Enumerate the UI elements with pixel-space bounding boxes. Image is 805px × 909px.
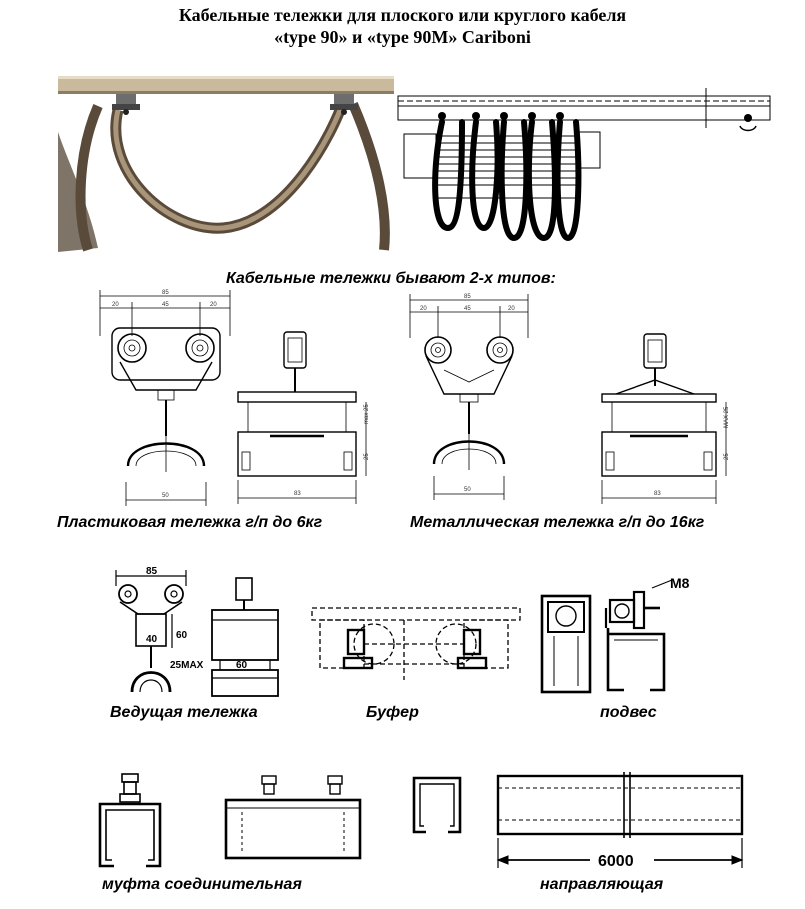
- plastic-dim-bottom: 50: [162, 493, 169, 499]
- metal-trolley-side: MAX 25 25 83: [601, 333, 730, 504]
- plastic-dim-right: 20: [210, 302, 217, 308]
- hanger-bolt-size: M8: [670, 575, 690, 591]
- leading-dim-height: 60: [176, 630, 188, 641]
- plastic-dim-side-bottom: 83: [294, 491, 301, 497]
- plastic-dim-left: 20: [112, 302, 119, 308]
- photo-cable-festoon: [58, 72, 394, 252]
- metal-dim-side-upper: MAX 25: [724, 406, 730, 428]
- trolley-clip-left: [112, 94, 140, 115]
- caption-plastic-trolley: Пластиковая тележка г/п до 6кг: [57, 514, 323, 531]
- guide-end-view: [412, 776, 462, 834]
- metal-dim-side-bottom: 83: [654, 491, 661, 497]
- metal-dim-bottom: 50: [464, 487, 471, 493]
- types-subtitle: Кабельные тележки бывают 2-х типов:: [226, 270, 556, 287]
- leading-trolley-front: 85 40 60 25MAX: [115, 566, 204, 693]
- caption-leading-trolley: Ведущая тележка: [110, 704, 258, 721]
- caption-buffer: Буфер: [366, 704, 419, 721]
- hanger-side: M8: [604, 575, 690, 692]
- caption-hanger: подвес: [600, 704, 657, 721]
- metal-dim-side-lower: 25: [724, 453, 730, 460]
- metal-dim-left: 20: [420, 306, 427, 312]
- leading-dim-max: 25MAX: [170, 660, 204, 671]
- drawing-crane-festoon: [397, 88, 771, 242]
- leading-dim-top: 85: [146, 566, 158, 577]
- coupling-side-view: [224, 775, 362, 860]
- hanger-front: [540, 594, 592, 694]
- leading-dim-mid: 40: [146, 634, 158, 645]
- caption-guide-rail: направляющая: [540, 876, 664, 893]
- guide-side-view: 6000: [496, 772, 744, 870]
- metal-trolley-front: 85 20 45 20 50: [409, 294, 529, 500]
- leading-trolley-side: 60: [211, 577, 279, 697]
- plastic-trolley-side: max 25 25 83: [237, 331, 370, 504]
- coupling-end-view: [98, 773, 162, 868]
- guide-length-dimension: 6000: [598, 853, 634, 870]
- trolley-clip-right: [330, 94, 358, 115]
- plastic-trolley-front: 85 20 45 20 50: [99, 290, 231, 506]
- leading-dim-base: 60: [236, 660, 248, 671]
- caption-metal-trolley: Металлическая тележка г/п до 16кг: [410, 514, 705, 531]
- document-title-line1: Кабельные тележки для плоского или кругл…: [178, 5, 627, 25]
- plastic-dim-side-upper: max 25: [364, 404, 370, 424]
- plastic-dim-total: 85: [162, 290, 169, 296]
- metal-dim-mid: 45: [464, 306, 471, 312]
- document-title-line2: «type 90» и «type 90M» Cariboni: [274, 27, 531, 47]
- caption-coupling: муфта соединительная: [102, 876, 302, 893]
- metal-dim-right: 20: [508, 306, 515, 312]
- buffer-drawing: [311, 607, 521, 680]
- plastic-dim-side-lower: 25: [364, 453, 370, 460]
- metal-dim-total: 85: [464, 294, 471, 300]
- plastic-dim-mid: 45: [162, 302, 169, 308]
